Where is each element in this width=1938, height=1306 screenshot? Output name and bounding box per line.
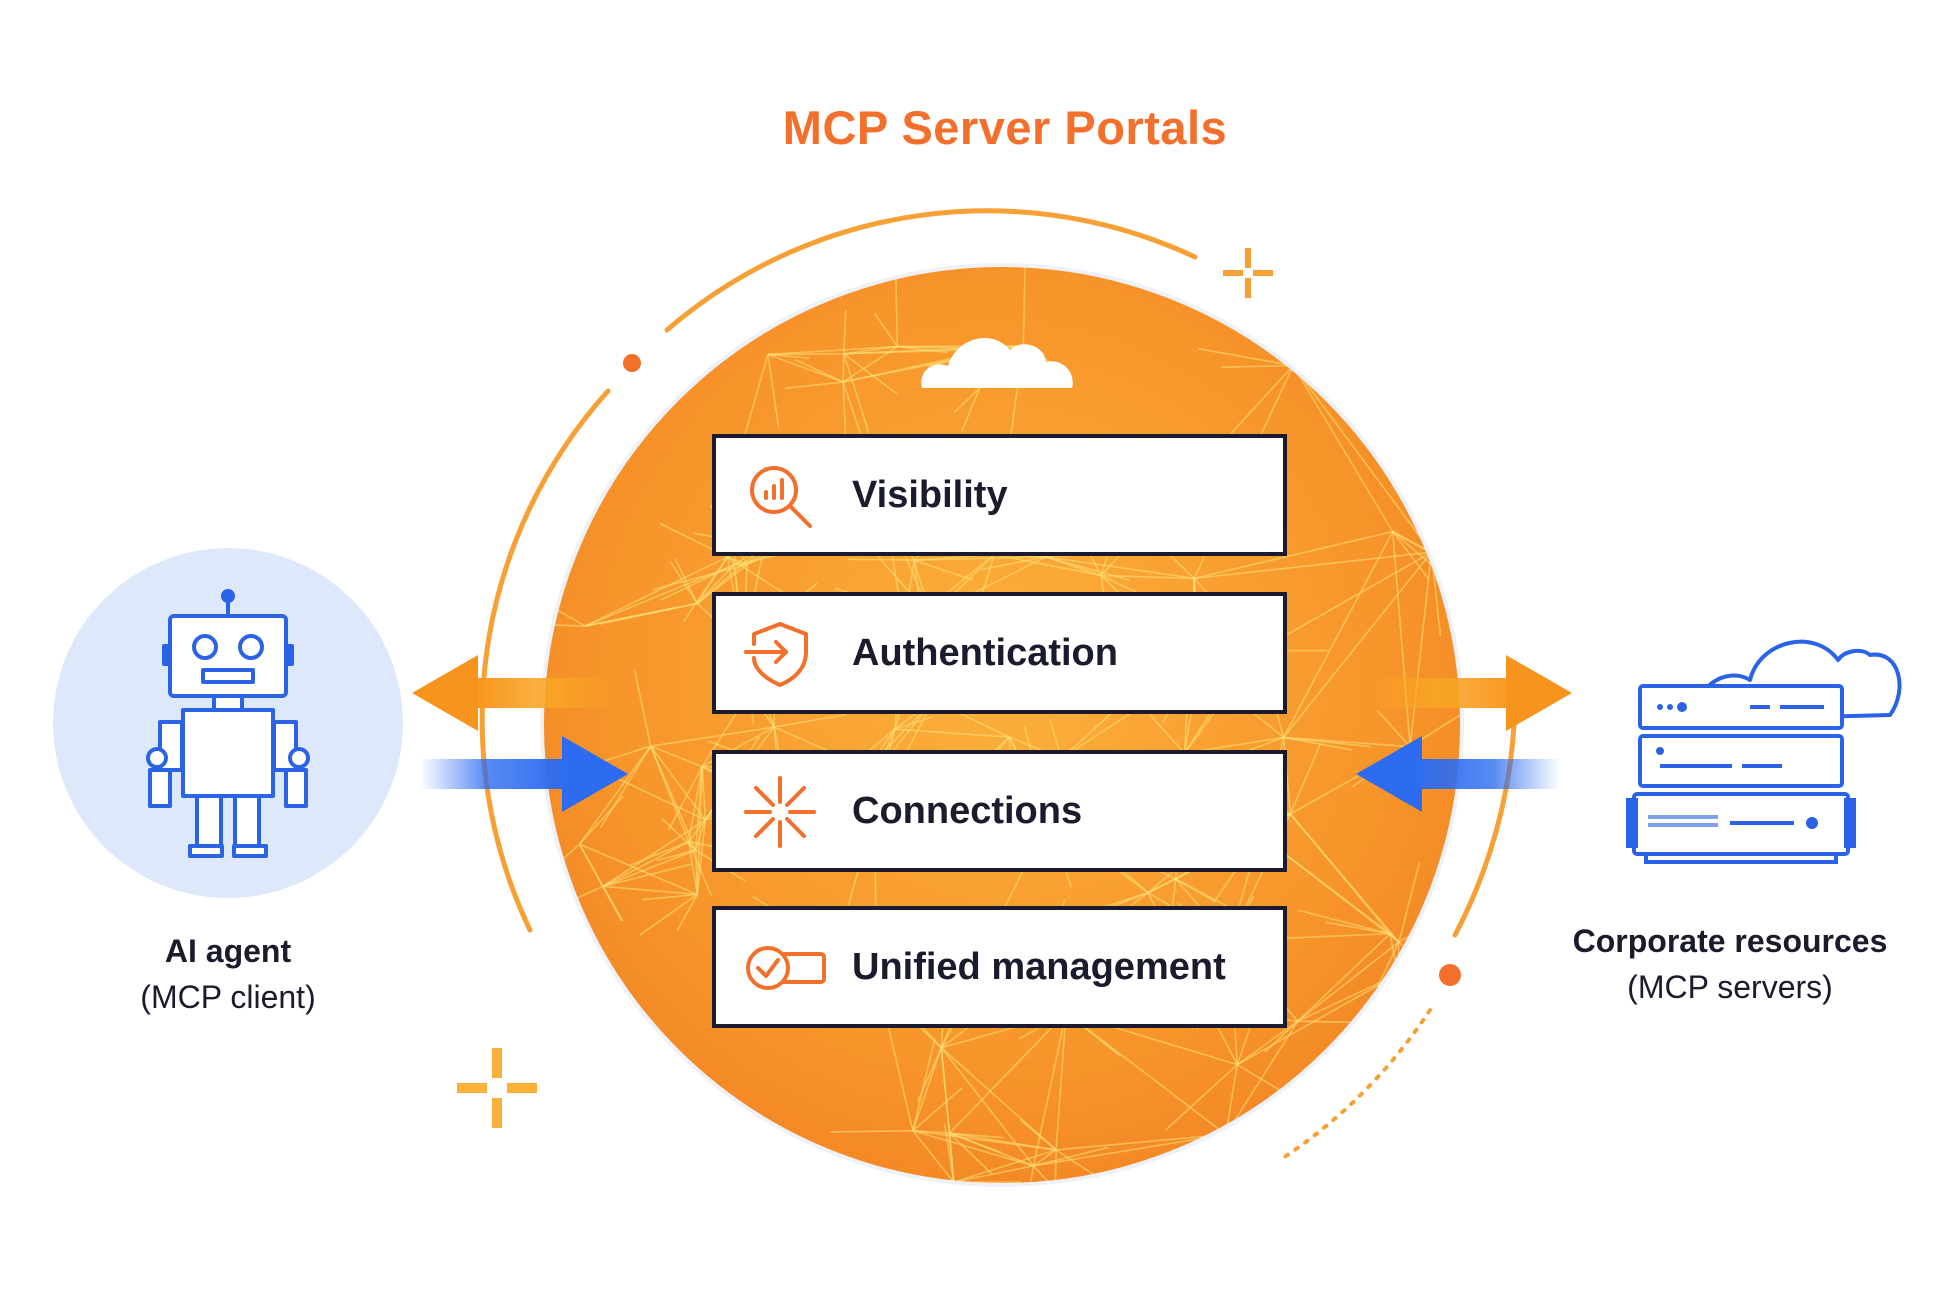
ring-dot-left: [623, 354, 641, 372]
feature-label: Visibility: [852, 474, 1008, 516]
feature-label: Authentication: [852, 632, 1118, 674]
ring-dot-right: [1439, 964, 1461, 986]
server-stack-cloud-icon: [1626, 639, 1902, 864]
response-arrow-from-servers: [1356, 736, 1560, 812]
request-arrow-to-servers: [1368, 655, 1572, 731]
servers-title: Corporate resources: [1572, 923, 1888, 959]
sparkle-icon: [457, 1048, 537, 1128]
response-arrow-to-client: [412, 655, 620, 731]
servers-caption: Corporate resources (MCP servers): [1540, 918, 1920, 1010]
cloud-logo-icon: [921, 338, 1073, 388]
feature-label: Connections: [852, 790, 1083, 832]
sparkle-icon: [1223, 248, 1273, 298]
client-title: AI agent: [164, 933, 292, 969]
toggle-check-icon: [746, 946, 826, 990]
starburst-icon: [744, 776, 816, 848]
shield-enter-icon: [744, 622, 808, 687]
servers-subtitle: (MCP servers): [1627, 969, 1833, 1005]
feature-authentication: Authentication: [712, 592, 1287, 714]
client-subtitle: (MCP client): [140, 979, 316, 1015]
feature-connections: Connections: [712, 750, 1287, 872]
client-caption: AI agent (MCP client): [78, 928, 378, 1020]
feature-visibility: Visibility: [712, 434, 1287, 556]
portal-globe: [540, 263, 1464, 1187]
robot-icon: [146, 589, 310, 858]
feature-unified-management: Unified management: [712, 906, 1287, 1028]
feature-label: Unified management: [852, 946, 1226, 988]
magnifier-chart-icon: [750, 466, 812, 528]
request-arrow-from-client: [420, 736, 628, 812]
page-title: MCP Server Portals: [782, 101, 1228, 154]
